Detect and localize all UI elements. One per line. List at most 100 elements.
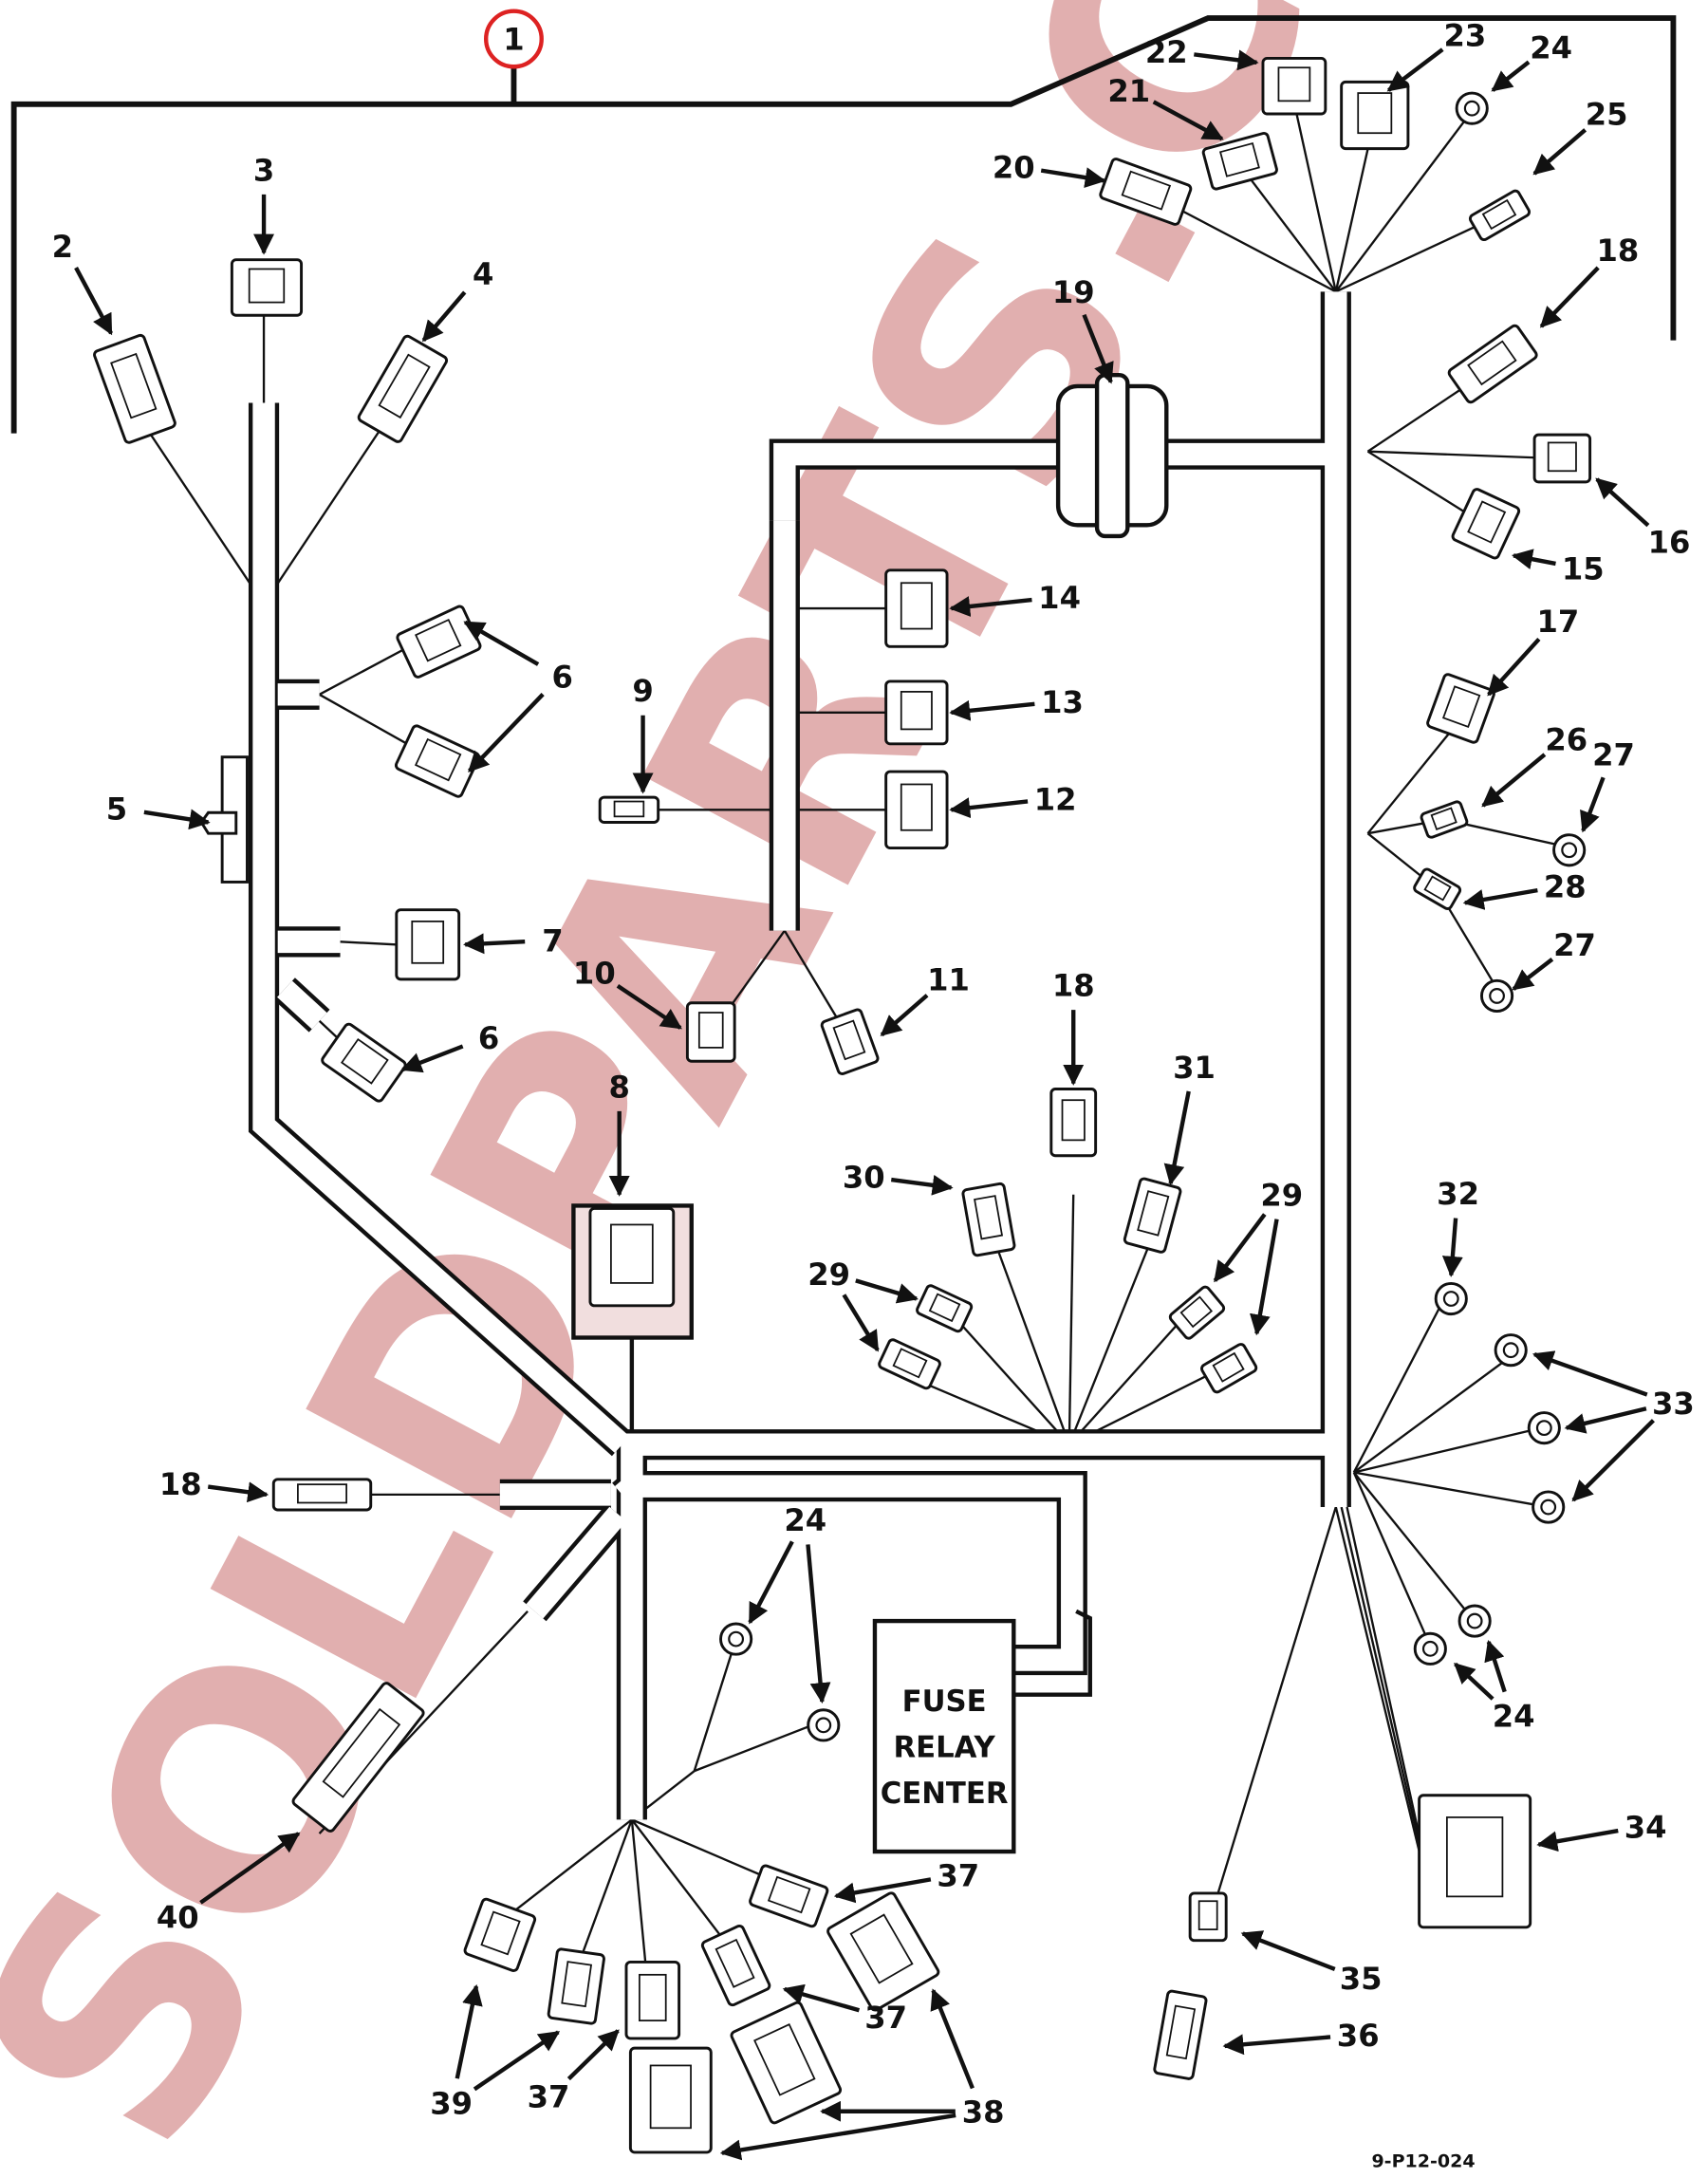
wire: [1366, 450, 1480, 522]
connector-18b-detail: [1061, 1099, 1086, 1142]
callout-label: 29: [808, 1257, 850, 1293]
callout-10: 10: [573, 955, 682, 1030]
callout-2: 2: [52, 229, 114, 336]
callout-arrow: [1487, 637, 1541, 697]
connector-22-body: [1261, 57, 1327, 116]
connector-8-detail: [610, 1223, 654, 1284]
connector-37b-detail: [715, 1938, 755, 1988]
callout-label: 26: [1545, 721, 1587, 757]
ring-terminal-hole: [815, 1717, 832, 1734]
main-callout-label: 1: [503, 22, 524, 58]
callout-25: 25: [1532, 97, 1628, 176]
connector-18b-body: [1049, 1088, 1098, 1158]
callout-12: 12: [949, 781, 1077, 819]
connector-6c: [321, 1022, 407, 1103]
wire: [340, 940, 397, 946]
callout-arrow: [842, 1294, 880, 1352]
callout-arrow: [1491, 60, 1531, 92]
wire: [1353, 1426, 1542, 1474]
callout-label: 27: [1553, 927, 1596, 963]
connector-23-body: [1340, 80, 1410, 151]
callout-24: 24: [1454, 1639, 1535, 1734]
wire: [693, 1638, 737, 1772]
wire: [582, 1818, 633, 1952]
wire: [1346, 1506, 1425, 1855]
callout-6: 6: [400, 1020, 499, 1073]
terminal-25: [1468, 189, 1532, 242]
connector-12: [884, 770, 949, 850]
connector-29c-detail: [1179, 1295, 1214, 1329]
wire: [1235, 158, 1337, 293]
wire: [1214, 1506, 1337, 1904]
ring-terminal-hole: [1463, 100, 1480, 117]
callout-13: 13: [949, 684, 1084, 721]
connector-22: [1261, 57, 1327, 116]
relay-38b-body: [730, 2001, 843, 2125]
connector-3: [230, 258, 304, 317]
callout-arrow: [1082, 313, 1114, 384]
callout-arrow: [1152, 100, 1224, 141]
ring-terminal-hole: [1489, 988, 1505, 1004]
connector-37b-body: [700, 1924, 771, 2007]
callout-5: 5: [106, 791, 211, 830]
callout-arrow: [1595, 477, 1650, 528]
connector-14-body: [884, 568, 949, 648]
connector-30-body: [961, 1182, 1016, 1257]
callout-arrow: [1240, 1930, 1336, 1971]
callout-arrow: [143, 809, 211, 830]
wire: [138, 416, 266, 605]
wire: [506, 1818, 633, 1918]
callout-arrow: [1571, 1419, 1655, 1502]
fuse-label-1: FUSE: [902, 1685, 987, 1719]
callout-32: 32: [1437, 1176, 1479, 1277]
terminal-25-body: [1468, 189, 1532, 242]
callout-15: 15: [1511, 549, 1605, 586]
relay-38a-detail: [649, 2064, 692, 2130]
connector-22-detail: [1277, 66, 1311, 102]
callout-arrow: [748, 1540, 794, 1625]
callout-18: 18: [1052, 967, 1095, 1086]
callout-label: 12: [1034, 781, 1077, 817]
callout-29: 29: [1213, 1177, 1303, 1336]
connector-18a-body: [1447, 324, 1538, 404]
connector-18c-detail: [297, 1483, 347, 1504]
connector-29b-body: [916, 1284, 974, 1333]
callout-arrow: [1512, 958, 1554, 991]
relay-38b-detail: [753, 2023, 816, 2096]
callout-16: 16: [1595, 477, 1690, 561]
callout-3: 3: [253, 152, 274, 255]
connector-6b: [394, 724, 480, 798]
connector-35-detail: [1197, 1900, 1218, 1930]
fuse-label-3: CENTER: [881, 1777, 1009, 1811]
callout-31: 31: [1163, 1050, 1216, 1186]
wire: [1335, 214, 1500, 293]
callout-arrow: [1194, 49, 1259, 71]
callout-arrow: [1462, 887, 1538, 910]
callout-label: 37: [864, 2000, 907, 2036]
callout-arrow: [1386, 47, 1444, 92]
wire: [1352, 1471, 1432, 1647]
connector-6c-body: [321, 1022, 407, 1103]
connector-10-body: [685, 1001, 736, 1063]
callout-17: 17: [1487, 604, 1580, 697]
callout-label: 15: [1562, 550, 1605, 586]
wire: [630, 1818, 723, 1939]
connector-39b-detail: [561, 1961, 593, 2008]
connector-12-detail: [900, 783, 933, 831]
callout-7: 7: [463, 923, 564, 959]
connector-6b-body: [394, 724, 480, 798]
callout-label: 36: [1337, 2018, 1380, 2054]
callout-label: 17: [1537, 604, 1580, 640]
harness-trunk-inner: [631, 1475, 1084, 1671]
callout-label: 28: [1544, 869, 1587, 905]
connector-14-detail: [900, 582, 933, 630]
wire: [1353, 1353, 1514, 1474]
wire: [263, 416, 390, 605]
relay-38c: [826, 1891, 940, 2012]
connector-6c-detail: [340, 1037, 389, 1085]
callout-arrow: [616, 984, 682, 1030]
callout-arrow: [207, 1481, 269, 1503]
connector-20: [1099, 158, 1193, 226]
wire: [1352, 1297, 1445, 1474]
